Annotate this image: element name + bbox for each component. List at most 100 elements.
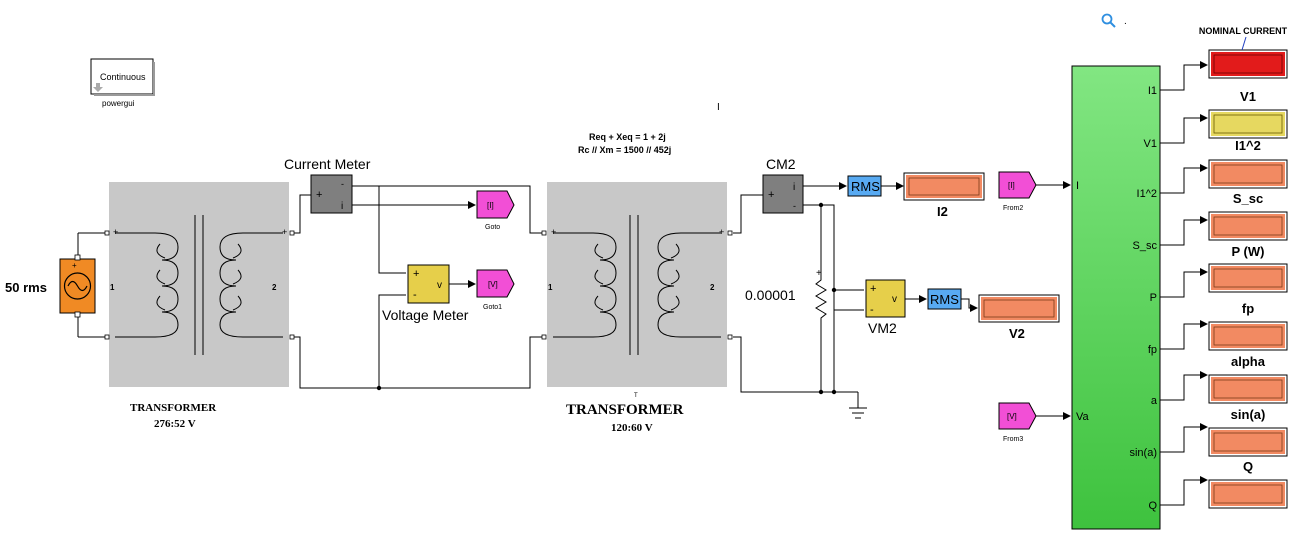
from3-block[interactable]: [V] xyxy=(998,402,1037,430)
output-display-4[interactable] xyxy=(1208,263,1288,293)
subsystem-in-port-1: Va xyxy=(1076,411,1090,423)
svg-text:i: i xyxy=(793,182,795,193)
svg-text:[V]: [V] xyxy=(1007,412,1017,421)
svg-text:-: - xyxy=(413,289,417,301)
output-display-7[interactable] xyxy=(1208,427,1288,457)
svg-text:+: + xyxy=(870,283,876,295)
resistor-value: 0.00001 xyxy=(745,287,796,303)
svg-text:[V]: [V] xyxy=(488,280,498,289)
output-label-2: I1^2 xyxy=(1235,138,1261,153)
svg-text:RMS: RMS xyxy=(851,179,880,194)
transformer-2-eq1: Req + Xeq = 1 + 2j xyxy=(589,132,666,142)
svg-text:+: + xyxy=(768,189,774,201)
source-label: 50 rms xyxy=(5,280,47,295)
output-label-5: fp xyxy=(1242,301,1254,316)
svg-text:+: + xyxy=(816,268,822,279)
svg-text:v: v xyxy=(892,294,897,305)
subsystem-out-port-1: V1 xyxy=(1144,138,1157,150)
subsystem-out-port-7: sin(a) xyxy=(1129,447,1157,459)
i2-display[interactable] xyxy=(903,172,985,201)
current-meter-block[interactable]: + - i xyxy=(310,174,353,214)
output-wire-8 xyxy=(1160,476,1208,506)
rms-block-2[interactable]: RMS xyxy=(927,288,962,310)
output-label-7: sin(a) xyxy=(1231,407,1266,422)
output-display-0[interactable] xyxy=(1208,49,1288,79)
svg-text:i: i xyxy=(341,201,343,212)
svg-text:-: - xyxy=(793,201,796,211)
subsystem-out-port-2: I1^2 xyxy=(1137,188,1157,200)
goto1-block[interactable]: [V] xyxy=(476,269,515,298)
current-meter-label: Current Meter xyxy=(284,156,371,172)
transformer-1-title: TRANSFORMER xyxy=(130,402,217,414)
v2-display[interactable] xyxy=(978,294,1060,323)
output-display-3[interactable] xyxy=(1208,211,1288,241)
search-icon[interactable] xyxy=(1101,13,1116,28)
svg-text:[I]: [I] xyxy=(1008,181,1015,190)
output-display-8[interactable] xyxy=(1208,479,1288,509)
output-display-2[interactable] xyxy=(1208,159,1288,189)
transformer-2-mark: T xyxy=(634,393,638,399)
goto1-label: Goto1 xyxy=(483,304,502,311)
subsystem-out-port-3: S_sc xyxy=(1133,240,1158,252)
powergui-block[interactable]: Continuous xyxy=(90,58,155,96)
output-wire-7 xyxy=(1160,423,1208,453)
output-display-6[interactable] xyxy=(1208,374,1288,404)
output-wire-5 xyxy=(1160,320,1208,350)
resistor[interactable]: + xyxy=(815,268,827,320)
transformer-2-eq2: Rc // Xm = 1500 // 452j xyxy=(578,145,671,155)
output-wire-4 xyxy=(1160,268,1208,298)
from3-label: From3 xyxy=(1003,436,1023,443)
download-arrow-icon xyxy=(93,83,103,92)
voltage-meter-label: Voltage Meter xyxy=(382,307,469,323)
svg-text:+: + xyxy=(719,227,724,237)
svg-text:1: 1 xyxy=(548,283,553,292)
goto-label: Goto xyxy=(485,224,500,231)
output-label-6: alpha xyxy=(1231,354,1266,369)
svg-text:-: - xyxy=(341,179,344,189)
ground-icon xyxy=(849,407,867,419)
subsystem-out-port-6: a xyxy=(1151,395,1158,407)
svg-text:-: - xyxy=(870,304,874,316)
svg-text:+: + xyxy=(113,227,118,237)
output-label-0: NOMINAL CURRENT xyxy=(1199,26,1288,36)
output-wire-6 xyxy=(1160,371,1208,401)
output-display-5[interactable] xyxy=(1208,321,1288,351)
svg-text:[I]: [I] xyxy=(487,201,494,210)
svg-text:+: + xyxy=(413,268,419,280)
svg-text:+: + xyxy=(551,227,556,237)
output-display-1[interactable] xyxy=(1208,109,1288,139)
ac-voltage-source[interactable]: + xyxy=(59,254,96,318)
from2-block[interactable]: [I] xyxy=(998,171,1037,199)
transformer-2-rating: 120:60 V xyxy=(611,422,653,434)
subsystem-out-port-8: Q xyxy=(1148,500,1157,512)
from2-label: From2 xyxy=(1003,205,1023,212)
svg-text:2: 2 xyxy=(272,283,277,292)
powergui-label: powergui xyxy=(102,99,135,108)
vm2-label: VM2 xyxy=(868,320,897,336)
rms-block-1[interactable]: RMS xyxy=(847,175,882,197)
transformer-1-rating: 276:52 V xyxy=(154,418,196,430)
voltage-meter-block[interactable]: + - v xyxy=(407,264,450,304)
calculation-subsystem[interactable] xyxy=(1071,65,1161,530)
transformer-1[interactable]: + + 1 2 xyxy=(104,182,295,387)
vm2-block[interactable]: + - v xyxy=(865,279,906,318)
svg-text:RMS: RMS xyxy=(930,292,959,307)
subsystem-out-port-5: fp xyxy=(1148,344,1157,356)
transformer-2[interactable]: + + 1 2 xyxy=(541,182,733,387)
cm2-block[interactable]: + i - xyxy=(762,174,804,214)
svg-text:v: v xyxy=(437,280,442,291)
svg-text:2: 2 xyxy=(710,283,715,292)
subsystem-out-port-0: I1 xyxy=(1148,85,1157,97)
subsystem-out-port-4: P xyxy=(1150,292,1157,304)
output-label-8: Q xyxy=(1243,459,1253,474)
output-wire-3 xyxy=(1160,216,1208,246)
cursor-mark: I xyxy=(717,102,720,113)
nominal-current-pointer xyxy=(1241,36,1247,51)
goto-block[interactable]: [I] xyxy=(476,190,515,219)
svg-text:+: + xyxy=(316,189,322,201)
output-label-3: S_sc xyxy=(1233,191,1263,206)
svg-text:1: 1 xyxy=(110,283,115,292)
